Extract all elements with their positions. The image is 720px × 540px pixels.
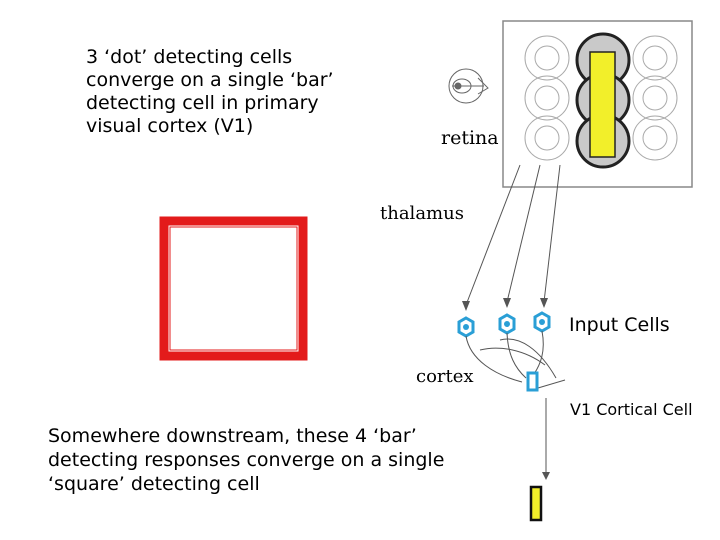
red-square xyxy=(159,216,308,361)
bar-stimulus xyxy=(589,51,616,158)
input-cell-2 xyxy=(498,313,516,335)
input-cell-1 xyxy=(457,316,475,338)
red-square-outer xyxy=(159,216,308,361)
retina-grid xyxy=(502,20,693,188)
input-cells xyxy=(457,311,551,338)
input-cells-label: Input Cells xyxy=(569,314,670,336)
v1-cortical-cell-label: V1 Cortical Cell xyxy=(570,400,693,419)
receptive-field-circles xyxy=(524,35,678,161)
downstream-bar xyxy=(529,485,543,522)
thalamus-label: thalamus xyxy=(380,203,464,224)
projection-line-3 xyxy=(543,164,561,303)
v1-cortical-cell xyxy=(526,371,539,392)
intro-text: 3 ‘dot’ detecting cells converge on a si… xyxy=(86,46,334,137)
convergence-lines xyxy=(465,330,566,480)
projection-line-1 xyxy=(465,164,521,306)
eye-icon xyxy=(448,68,489,104)
projection-lines xyxy=(462,164,561,311)
red-square-inner xyxy=(169,226,298,351)
projection-line-2 xyxy=(506,164,541,303)
retina-label: retina xyxy=(441,127,499,149)
outro-text: Somewhere downstream, these 4 ‘bar’ dete… xyxy=(48,425,445,495)
cortex-label: cortex xyxy=(416,366,474,387)
input-cell-3 xyxy=(533,311,551,333)
